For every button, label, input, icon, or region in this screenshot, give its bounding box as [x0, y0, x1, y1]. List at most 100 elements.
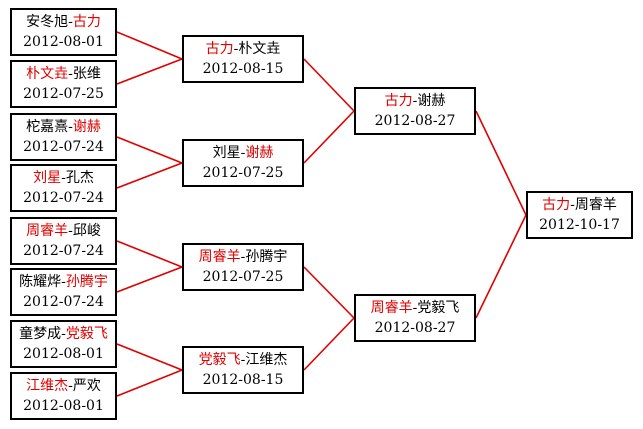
connector-r1m5-r2m3	[116, 240, 183, 268]
match-box-r1m5: 周睿羊-邱峻 2012-07-24	[10, 217, 117, 265]
player-1-name: 安冬旭	[26, 14, 69, 30]
player-1-name: 周睿羊	[370, 300, 413, 316]
name-separator: -	[68, 14, 73, 30]
connector-r1m3-r2m2	[116, 136, 183, 164]
player-names: 周睿羊-孙腾宇	[184, 247, 302, 267]
player-1-name: 刘星	[33, 170, 62, 186]
player-names: 古力-朴文垚	[184, 39, 302, 59]
match-box-r4m1: 古力-周睿羊 2012-10-17	[526, 191, 633, 239]
player-1-name: 周睿羊	[198, 249, 241, 265]
match-date: 2012-07-24	[23, 190, 104, 206]
player-names: 周睿羊-党毅飞	[356, 298, 474, 318]
connector-r1m2-r2m1	[116, 58, 183, 85]
name-separator: -	[240, 249, 246, 265]
player-names: 刘星-谢赫	[184, 143, 302, 163]
player-1-name: 童梦成	[19, 326, 62, 342]
player-names: 古力-谢赫	[356, 91, 474, 111]
match-box-r1m2: 朴文垚-张维 2012-07-25	[10, 60, 117, 108]
match-date: 2012-07-25	[202, 269, 284, 285]
match-box-r1m3: 柁嘉熹-谢赫 2012-07-24	[10, 113, 117, 161]
match-box-r1m1: 安冬旭-古力 2012-08-01	[10, 8, 117, 56]
player-names: 柁嘉熹-谢赫	[12, 117, 115, 137]
player-2-name: 邱峻	[72, 223, 101, 239]
player-1-name: 周睿羊	[26, 223, 69, 239]
player-names: 刘星-孔杰	[12, 168, 115, 188]
player-2-name: 党毅飞	[65, 326, 108, 342]
match-date: 2012-08-01	[23, 398, 104, 414]
connector-r2m2-r3m1	[303, 110, 355, 164]
player-2-name: 孙腾宇	[65, 274, 108, 290]
player-1-name: 古力	[205, 41, 234, 57]
name-separator: -	[68, 66, 73, 82]
match-date: 2012-07-24	[23, 243, 104, 259]
player-1-name: 江维杰	[26, 378, 69, 394]
name-separator: -	[68, 223, 73, 239]
player-1-name: 党毅飞	[198, 352, 241, 368]
player-2-name: 党毅飞	[417, 300, 460, 316]
connector-r1m1-r2m1	[116, 31, 183, 60]
player-1-name: 陈耀烨	[19, 274, 62, 290]
match-date: 2012-10-17	[539, 217, 620, 233]
player-2-name: 朴文垚	[238, 41, 281, 57]
player-2-name: 周睿羊	[574, 197, 617, 213]
player-names: 陈耀烨-孙腾宇	[12, 272, 115, 292]
name-separator: -	[412, 93, 418, 109]
match-date: 2012-08-15	[202, 61, 284, 77]
player-2-name: 古力	[72, 14, 101, 30]
player-names: 朴文垚-张维	[12, 64, 115, 84]
name-separator: -	[61, 170, 66, 186]
match-date: 2012-08-01	[23, 34, 104, 50]
player-names: 安冬旭-古力	[12, 12, 115, 32]
player-2-name: 谢赫	[72, 119, 101, 135]
name-separator: -	[61, 326, 66, 342]
name-separator: -	[240, 145, 246, 161]
connector-r1m7-r2m4	[116, 343, 183, 371]
match-date: 2012-07-24	[23, 294, 104, 310]
match-box-r1m4: 刘星-孔杰 2012-07-24	[10, 164, 117, 212]
match-box-r3m2: 周睿羊-党毅飞 2012-08-27	[354, 294, 476, 342]
connector-r2m1-r3m1	[303, 58, 355, 112]
player-2-name: 谢赫	[245, 145, 274, 161]
player-1-name: 柁嘉熹	[26, 119, 69, 135]
player-2-name: 谢赫	[417, 93, 446, 109]
match-box-r1m7: 童梦成-党毅飞 2012-08-01	[10, 320, 117, 368]
match-date: 2012-07-25	[23, 86, 104, 102]
player-1-name: 朴文垚	[26, 66, 69, 82]
player-1-name: 刘星	[212, 145, 241, 161]
connector-r3m2-r4m1	[475, 214, 527, 319]
player-1-name: 古力	[542, 197, 571, 213]
player-names: 周睿羊-邱峻	[12, 221, 115, 241]
player-2-name: 孔杰	[65, 170, 94, 186]
name-separator: -	[412, 300, 418, 316]
name-separator: -	[570, 197, 575, 213]
match-date: 2012-07-25	[202, 165, 284, 181]
match-date: 2012-07-24	[23, 139, 104, 155]
name-separator: -	[68, 119, 73, 135]
player-2-name: 江维杰	[245, 352, 288, 368]
match-box-r3m1: 古力-谢赫 2012-08-27	[354, 87, 476, 135]
connector-r2m3-r3m2	[303, 266, 355, 319]
match-box-r1m6: 陈耀烨-孙腾宇 2012-07-24	[10, 268, 117, 316]
match-date: 2012-08-27	[374, 113, 456, 129]
match-box-r2m2: 刘星-谢赫 2012-07-25	[182, 139, 304, 187]
match-box-r2m3: 周睿羊-孙腾宇 2012-07-25	[182, 243, 304, 291]
match-date: 2012-08-01	[23, 346, 104, 362]
player-2-name: 张维	[72, 66, 101, 82]
player-2-name: 孙腾宇	[245, 249, 288, 265]
player-names: 江维杰-严欢	[12, 376, 115, 396]
player-names: 党毅飞-江维杰	[184, 350, 302, 370]
player-1-name: 古力	[384, 93, 413, 109]
connector-r1m8-r2m4	[116, 369, 183, 397]
player-names: 古力-周睿羊	[528, 195, 631, 215]
player-names: 童梦成-党毅飞	[12, 324, 115, 344]
name-separator: -	[240, 352, 246, 368]
connector-r1m6-r2m3	[116, 266, 183, 293]
name-separator: -	[61, 274, 66, 290]
name-separator: -	[68, 378, 73, 394]
match-box-r2m1: 古力-朴文垚 2012-08-15	[182, 35, 304, 83]
match-box-r1m8: 江维杰-严欢 2012-08-01	[10, 372, 117, 420]
match-date: 2012-08-27	[374, 320, 456, 336]
